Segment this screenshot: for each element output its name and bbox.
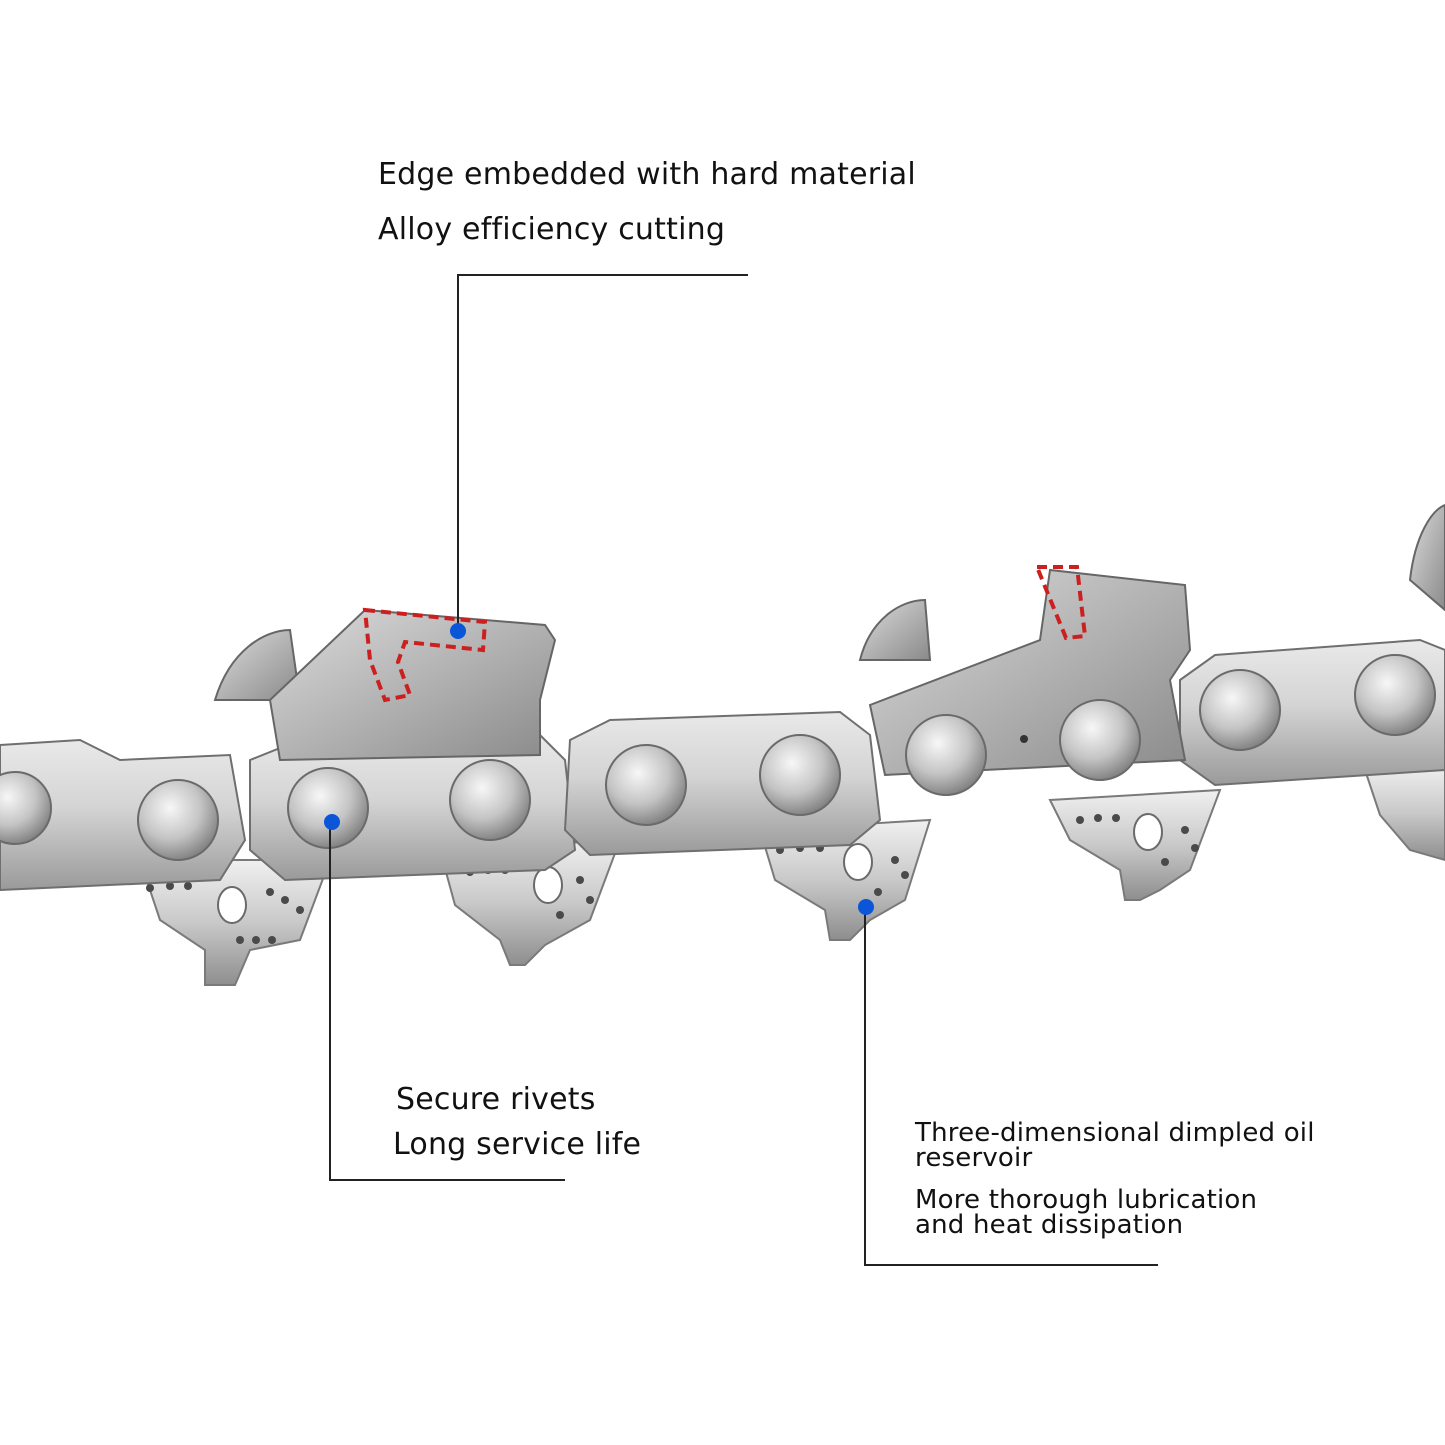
callout-rivets-line2: Long service life bbox=[393, 1127, 642, 1162]
rivets bbox=[0, 654, 1436, 861]
rivet bbox=[1059, 699, 1141, 781]
drive-link bbox=[1363, 763, 1445, 862]
rivet bbox=[0, 771, 52, 845]
callout-oil-line4: and heat dissipation bbox=[915, 1210, 1184, 1240]
marker-dots bbox=[324, 623, 874, 915]
drive-link bbox=[1048, 788, 1222, 901]
callout-oil-line1: Three-dimensional dimpled oil bbox=[915, 1118, 1315, 1148]
rivet bbox=[759, 734, 841, 816]
leader-line-rivets bbox=[329, 822, 565, 1181]
cutter-tooth-left bbox=[213, 607, 557, 762]
oil-dimples bbox=[146, 814, 1199, 944]
marker-dot-oil bbox=[858, 899, 874, 915]
rivet bbox=[1199, 669, 1281, 751]
callout-cutter-line1: Edge embedded with hard material bbox=[378, 157, 916, 192]
callout-oil-line2: reservoir bbox=[915, 1143, 1033, 1173]
callout-rivets-line1: Secure rivets bbox=[396, 1082, 596, 1117]
leader-line-oil bbox=[864, 908, 1158, 1266]
leader-lines bbox=[329, 274, 1158, 1266]
rivet bbox=[449, 759, 531, 841]
callout-oil-line3: More thorough lubrication bbox=[915, 1185, 1258, 1215]
rivet bbox=[287, 767, 369, 849]
marker-dot-rivets bbox=[324, 814, 340, 830]
drive-link-holes bbox=[217, 813, 1163, 924]
callout-cutter-line2: Alloy efficiency cutting bbox=[378, 212, 726, 247]
leader-line-cutter bbox=[457, 274, 748, 630]
rivet bbox=[137, 779, 219, 861]
rivet bbox=[905, 714, 987, 796]
rivet bbox=[605, 744, 687, 826]
rivet bbox=[1354, 654, 1436, 736]
marker-dot-cutter bbox=[450, 623, 466, 639]
cutter-tooth-right bbox=[1408, 503, 1445, 612]
hard-material-edge bbox=[362, 607, 488, 703]
